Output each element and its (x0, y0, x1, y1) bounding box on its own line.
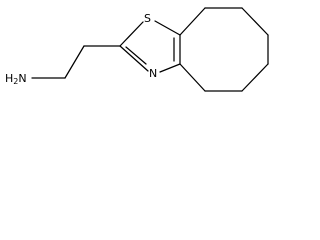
amine-h: H (5, 72, 13, 85)
amine-n: N (18, 72, 26, 85)
bond-ch2-ch2 (64, 45, 85, 79)
bond-n-c2-inner (125, 46, 147, 65)
bond-ring-7 (179, 63, 206, 92)
bond-n-c2 (119, 45, 149, 72)
bond-ring-1 (179, 7, 206, 36)
bond-ring-3 (241, 7, 269, 36)
amine-subscript: 2 (13, 77, 18, 86)
structure-diagram: S N H2N (5, 7, 269, 92)
bond-s-c7a (154, 20, 181, 36)
amine-label: H2N (5, 72, 27, 86)
bond-ring-5 (241, 63, 269, 92)
nitrogen-label: N (149, 67, 157, 80)
bond-c3a-n (159, 63, 181, 73)
sulfur-label: S (144, 12, 151, 25)
bond-c2-s (119, 21, 144, 47)
